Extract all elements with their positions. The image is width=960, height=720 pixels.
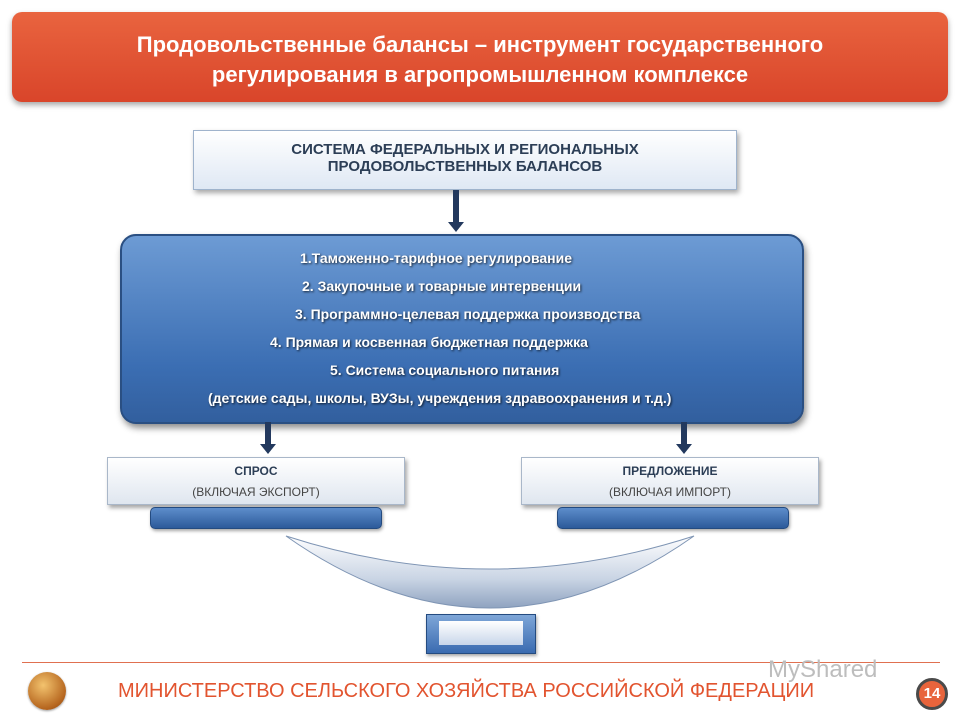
demand-box: СПРОС (ВКЛЮЧАЯ ЭКСПОРТ) bbox=[107, 457, 405, 505]
footer-ministry: МИНИСТЕРСТВО СЕЛЬСКОГО ХОЗЯЙСТВА РОССИЙС… bbox=[118, 680, 815, 702]
arrow-down-icon bbox=[258, 422, 278, 454]
right-scale-pan bbox=[557, 507, 789, 529]
demand-subtitle: (ВКЛЮЧАЯ ЭКСПОРТ) bbox=[192, 485, 320, 499]
watermark: MyShared bbox=[768, 656, 878, 683]
footer-divider bbox=[22, 662, 940, 663]
measure-item-2: 2. Закупочные и товарные интервенции bbox=[302, 278, 582, 294]
measures-box: 1.Таможенно-тарифное регулирование 2. За… bbox=[120, 234, 804, 424]
measure-item-5-note: (детские сады, школы, ВУЗы, учреждения з… bbox=[208, 390, 672, 406]
measure-item-3: 3. Программно-целевая поддержка производ… bbox=[295, 306, 641, 322]
supply-title: ПРЕДЛОЖЕНИЕ bbox=[622, 464, 718, 478]
left-scale-pan bbox=[150, 507, 382, 529]
scale-beam-icon bbox=[285, 535, 695, 609]
arrow-down-icon bbox=[674, 422, 694, 454]
demand-title: СПРОС bbox=[234, 464, 278, 478]
page-number: 14 bbox=[916, 678, 948, 710]
system-label: СИСТЕМА ФЕДЕРАЛЬНЫХ И РЕГИОНАЛЬНЫХ ПРОДО… bbox=[291, 141, 639, 175]
supply-subtitle: (ВКЛЮЧАЯ ИМПОРТ) bbox=[609, 485, 731, 499]
arrow-down-icon bbox=[446, 190, 466, 232]
scale-stand bbox=[426, 614, 536, 654]
system-box: СИСТЕМА ФЕДЕРАЛЬНЫХ И РЕГИОНАЛЬНЫХ ПРОДО… bbox=[193, 130, 737, 190]
measure-item-5: 5. Система социального питания bbox=[330, 362, 560, 378]
ministry-logo-icon bbox=[28, 672, 66, 710]
title-banner: Продовольственные балансы – инструмент г… bbox=[12, 12, 948, 102]
measure-item-1: 1.Таможенно-тарифное регулирование bbox=[300, 250, 573, 266]
slide-title: Продовольственные балансы – инструмент г… bbox=[136, 32, 824, 87]
measure-item-4: 4. Прямая и косвенная бюджетная поддержк… bbox=[270, 334, 588, 350]
supply-box: ПРЕДЛОЖЕНИЕ (ВКЛЮЧАЯ ИМПОРТ) bbox=[521, 457, 819, 505]
